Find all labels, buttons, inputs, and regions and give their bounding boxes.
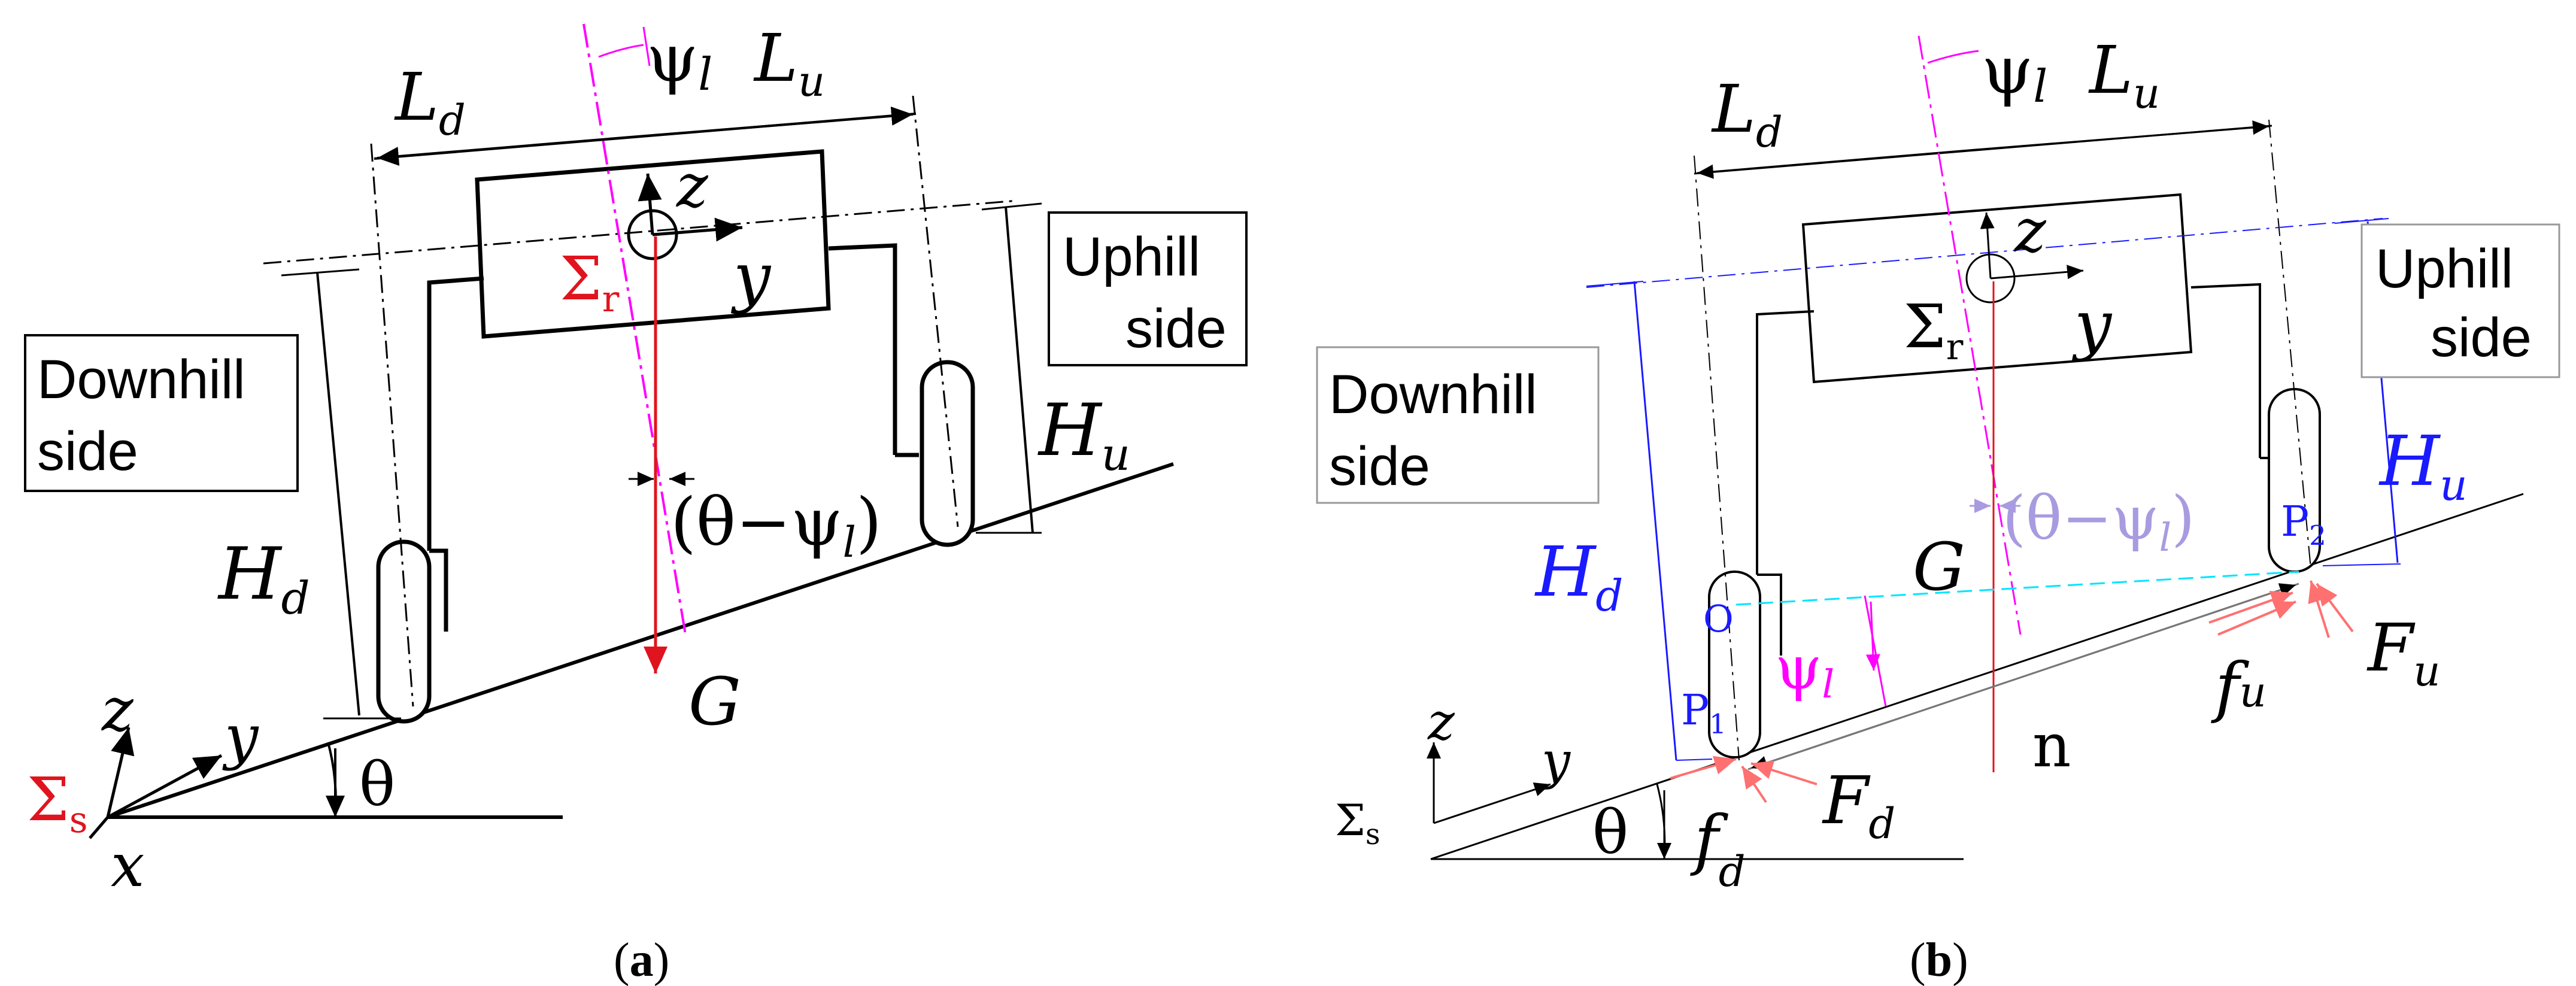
label-G-b: G bbox=[1913, 529, 1965, 605]
caption-a: (a) bbox=[614, 934, 669, 986]
left-leg bbox=[427, 276, 484, 551]
uphill-label-line2-b: side bbox=[2431, 307, 2532, 368]
label-G: G bbox=[688, 663, 741, 740]
robot-body bbox=[475, 149, 831, 339]
label-theta-minus-psi-b: (θ−ψl) bbox=[2002, 483, 2195, 560]
label-axis-y: y bbox=[222, 702, 259, 772]
downhill-label-line1-b: Downhill bbox=[1329, 364, 1537, 425]
label-sigma-s-b: Σs bbox=[1335, 795, 1380, 851]
label-theta-b: θ bbox=[1592, 797, 1628, 867]
label-H-d-b: Hd bbox=[1534, 532, 1623, 621]
label-psi-l-b2: ψl bbox=[1775, 633, 1834, 707]
label-axis-x: x bbox=[111, 830, 144, 900]
label-H-u-b: Hu bbox=[2378, 421, 2468, 510]
label-psi-l-b: ψl bbox=[1982, 32, 2047, 113]
downhill-box-b bbox=[1316, 346, 1600, 504]
slope-line-b bbox=[1430, 493, 2524, 860]
label-L-d: Ld bbox=[394, 59, 466, 145]
label-f-d: fd bbox=[1690, 801, 1746, 896]
panel-b: Ld ψl Lu z y Σr Uphill side Downhill sid… bbox=[1316, 32, 2560, 986]
downhill-label-line2-b: side bbox=[1329, 436, 1430, 497]
uphill-label-line1-b: Uphill bbox=[2375, 238, 2513, 299]
downhill-box bbox=[24, 334, 299, 492]
robot-body-b bbox=[1801, 193, 2193, 384]
right-leg bbox=[828, 243, 897, 455]
label-L-u-b: Lu bbox=[2088, 32, 2160, 118]
label-F-u: Fu bbox=[2366, 609, 2440, 696]
label-L-d-b: Ld bbox=[1711, 71, 1783, 157]
label-H-d: Hd bbox=[217, 533, 310, 624]
label-O: O bbox=[1703, 597, 1734, 641]
uphill-label-line1: Uphill bbox=[1063, 226, 1200, 287]
label-sigma-r-b: Σr bbox=[1904, 292, 1964, 368]
caption-b: (b) bbox=[1910, 934, 1968, 986]
body-frame-origin bbox=[627, 209, 678, 260]
label-z: z bbox=[676, 151, 709, 221]
label-n: n bbox=[2032, 711, 2071, 781]
label-z-b: z bbox=[2014, 196, 2047, 266]
uphill-box bbox=[1048, 211, 1248, 366]
O-P2-line bbox=[1735, 571, 2299, 606]
slope-line bbox=[107, 462, 1174, 819]
right-wheel bbox=[920, 360, 975, 547]
downhill-label-line1: Downhill bbox=[37, 349, 245, 410]
left-leg-b bbox=[1756, 310, 1815, 575]
uphill-label-line2: side bbox=[1125, 298, 1227, 359]
label-axis-y-b: y bbox=[1539, 732, 1571, 791]
label-f-u: fu bbox=[2211, 648, 2266, 725]
label-theta: θ bbox=[359, 750, 395, 820]
label-psi-l: ψl bbox=[647, 20, 712, 101]
panel-a: Ld ψl Lu z y Σr Uphill side Downhill sid… bbox=[24, 20, 1248, 986]
downhill-label-line2: side bbox=[37, 421, 138, 482]
label-axis-z-b: z bbox=[1427, 693, 1455, 752]
label-theta-minus-psi: (θ−ψl) bbox=[670, 484, 882, 567]
label-P2: P2 bbox=[2281, 497, 2326, 551]
label-y: y bbox=[730, 238, 772, 315]
label-H-u: Hu bbox=[1037, 389, 1130, 481]
label-sigma-r: Σr bbox=[560, 244, 620, 320]
label-F-d: Fd bbox=[1822, 762, 1895, 848]
label-y-b: y bbox=[2071, 286, 2113, 363]
tilt-line bbox=[582, 23, 687, 635]
left-wheel bbox=[376, 539, 432, 724]
right-leg-b bbox=[2190, 283, 2261, 458]
label-axis-z: z bbox=[101, 675, 134, 745]
label-P1: P1 bbox=[1681, 685, 1727, 740]
label-sigma-s: Σs bbox=[27, 764, 88, 841]
label-L-u: Lu bbox=[753, 20, 825, 106]
uphill-box-b bbox=[2360, 223, 2560, 378]
